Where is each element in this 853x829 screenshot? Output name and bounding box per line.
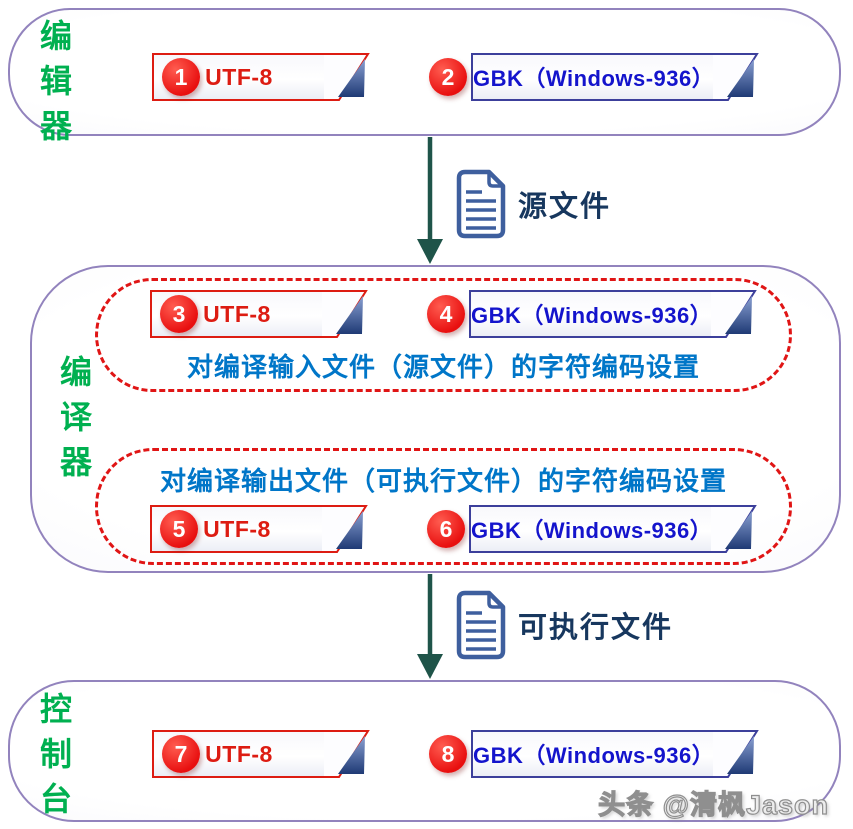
encoding-label: UTF-8 (203, 300, 271, 327)
console-section-label: 控制台 (36, 692, 72, 827)
encoding-option-3-utf8: 3 UTF-8 (150, 290, 368, 338)
folded-corner-icon (324, 53, 370, 101)
watermark-text: 头条 @清枫Jason (598, 789, 829, 820)
editor-encoding-row: 1 UTF-8 2 GBK（Windows-936） (10, 53, 839, 101)
step-5-badge: 5 (160, 510, 198, 548)
encoding-option-8-gbk: 8 GBK（Windows-936） (429, 730, 759, 778)
encoding-box-gbk: GBK（Windows-936） (469, 505, 757, 553)
encoding-box-gbk: GBK（Windows-936） (469, 290, 757, 338)
document-icon (456, 169, 506, 239)
step-2-badge: 2 (429, 58, 467, 96)
step-3-badge: 3 (160, 295, 198, 333)
source-file-label: 源文件 (518, 191, 612, 223)
encoding-option-1-utf8: 1 UTF-8 (152, 53, 370, 101)
step-8-badge: 8 (429, 735, 467, 773)
encoding-label: GBK（Windows-936） (473, 743, 715, 768)
folded-corner-icon (324, 730, 370, 778)
encoding-option-4-gbk: 4 GBK（Windows-936） (427, 290, 757, 338)
executable-file-group: 可执行文件 (452, 588, 673, 662)
encoding-option-2-gbk: 2 GBK（Windows-936） (429, 53, 759, 101)
encoding-label: UTF-8 (205, 740, 273, 767)
console-encoding-row: 7 UTF-8 8 GBK（Windows-936） (10, 730, 839, 778)
step-6-badge: 6 (427, 510, 465, 548)
encoding-label: UTF-8 (203, 515, 271, 542)
editor-section-label: 编辑器 (36, 19, 72, 154)
document-icon (456, 590, 506, 660)
down-arrow-icon (417, 574, 443, 679)
source-file-group: 源文件 (452, 167, 611, 241)
flow-connector-source-file: 源文件 (0, 137, 853, 265)
executable-file-label: 可执行文件 (518, 612, 674, 644)
compiler-output-encoding-row: 5 UTF-8 6 GBK（Windows-936） (98, 505, 789, 553)
encoding-option-7-utf8: 7 UTF-8 (152, 730, 370, 778)
folded-corner-icon (322, 505, 368, 553)
folded-corner-icon (711, 505, 757, 553)
encoding-label: GBK（Windows-936） (473, 66, 715, 91)
folded-corner-icon (322, 290, 368, 338)
encoding-box-gbk: GBK（Windows-936） (471, 53, 759, 101)
encoding-option-6-gbk: 6 GBK（Windows-936） (427, 505, 757, 553)
console-section: 控制台 7 UTF-8 8 GBK（Windows-936） 头条 @清枫Jas… (8, 680, 841, 827)
encoding-option-5-utf8: 5 UTF-8 (150, 505, 368, 553)
folded-corner-icon (711, 290, 757, 338)
encoding-label: GBK（Windows-936） (471, 303, 713, 328)
compiler-section: 编译器 3 UTF-8 4 GBK（Windows-936） (30, 265, 841, 573)
encoding-label: GBK（Windows-936） (471, 518, 713, 543)
compiler-section-label: 编译器 (56, 355, 92, 490)
step-7-badge: 7 (162, 735, 200, 773)
encoding-label: UTF-8 (205, 63, 273, 90)
down-arrow-icon (417, 137, 443, 264)
folded-corner-icon (713, 730, 759, 778)
compiler-input-encoding-group: 3 UTF-8 4 GBK（Windows-936） 对编译输入文件（源 (95, 278, 792, 392)
compiler-input-encoding-row: 3 UTF-8 4 GBK（Windows-936） (98, 290, 789, 338)
compiler-input-caption: 对编译输入文件（源文件）的字符编码设置 (186, 352, 700, 382)
compiler-output-caption: 对编译输出文件（可执行文件）的字符编码设置 (159, 466, 727, 496)
compiler-output-encoding-group: 对编译输出文件（可执行文件）的字符编码设置 5 UTF-8 6 GBK（Wind… (95, 448, 792, 565)
step-1-badge: 1 (162, 58, 200, 96)
encoding-box-gbk: GBK（Windows-936） (471, 730, 759, 778)
folded-corner-icon (713, 53, 759, 101)
step-4-badge: 4 (427, 295, 465, 333)
flow-connector-executable-file: 可执行文件 (0, 574, 853, 680)
editor-section: 编辑器 1 UTF-8 2 GBK（Windows-936） (8, 8, 841, 154)
